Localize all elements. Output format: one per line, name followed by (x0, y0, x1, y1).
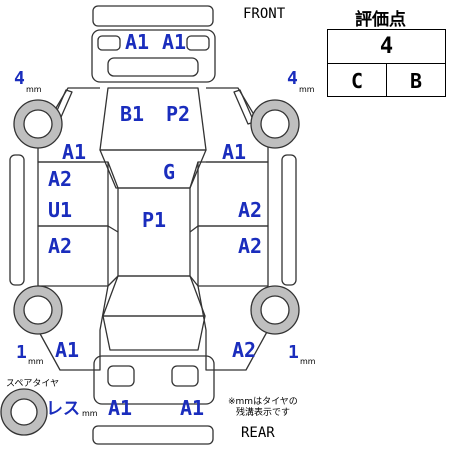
mark-right-rear-quarter: A2 (232, 338, 257, 362)
tire-rear-right (250, 285, 300, 335)
mark-left-front-door-upper: A2 (48, 167, 73, 191)
grade-exterior: B (409, 68, 423, 93)
mark-front-bumper-right: A1 (162, 30, 187, 54)
mark-windshield: G (163, 160, 176, 184)
note-line-2: 残溝表示です (236, 408, 291, 418)
spare-tire-status: レス (46, 399, 80, 419)
grade-title: 評価点 (355, 10, 406, 30)
trunk-outline (102, 315, 206, 351)
right-rear-door (197, 225, 269, 287)
mark-left-front-door-lower: U1 (48, 198, 73, 222)
spare-tire-unit: mm (82, 409, 98, 418)
mark-hood-right: P2 (166, 102, 191, 126)
tread-rear-left: 1 (16, 342, 27, 363)
left-side-sill (9, 154, 25, 286)
right-mirror (233, 89, 255, 125)
rear-light-right (171, 365, 199, 387)
tread-rear-right: 1 (288, 342, 299, 363)
front-headlight-right (186, 35, 210, 51)
grade-table: 4 C B (327, 29, 446, 97)
tires (0, 99, 300, 436)
rear-label: REAR (241, 425, 275, 441)
front-bumper (91, 29, 216, 83)
rear-bumper (93, 355, 215, 405)
tire-rear-left (13, 285, 63, 335)
mark-front-bumper-left: A1 (125, 30, 150, 54)
mark-left-rear-quarter: A1 (55, 338, 80, 362)
tread-front-left-unit: mm (26, 85, 42, 94)
mark-left-front-fender: A1 (62, 140, 87, 164)
tread-front-left: 4 (14, 68, 25, 89)
mark-hood-left: B1 (120, 102, 145, 126)
spare-tire-label: スペアタイヤ (6, 379, 60, 389)
grade-interior: C (328, 64, 387, 97)
mark-right-front-door: A2 (238, 198, 263, 222)
mark-rear-bumper-right: A1 (180, 396, 205, 420)
rear-light-left (107, 365, 135, 387)
front-bumper-bar (92, 5, 214, 27)
hood-outline (99, 87, 207, 151)
mark-roof: P1 (142, 208, 167, 232)
front-label: FRONT (243, 6, 286, 22)
front-headlight-left (97, 35, 121, 51)
mark-left-rear-door: A2 (48, 234, 73, 258)
left-rear-door (37, 225, 109, 287)
right-side-sill (281, 154, 297, 286)
tire-spare (0, 388, 48, 436)
rear-bumper-bar (92, 425, 214, 445)
tread-front-right: 4 (287, 68, 298, 89)
tire-front-right (250, 99, 300, 149)
tire-front-left (13, 99, 63, 149)
roof-outline (117, 187, 191, 277)
mark-right-rear-door: A2 (238, 234, 263, 258)
grade-score: 4 (328, 30, 445, 64)
tread-rear-left-unit: mm (28, 357, 44, 366)
mark-right-front-fender: A1 (222, 140, 247, 164)
mark-rear-bumper-left: A1 (108, 396, 133, 420)
note-line-1: ※mmはタイヤの (228, 397, 298, 407)
front-grille (107, 57, 199, 77)
tread-front-right-unit: mm (299, 85, 315, 94)
tread-rear-right-unit: mm (300, 357, 316, 366)
rear-window-outline (102, 275, 206, 317)
